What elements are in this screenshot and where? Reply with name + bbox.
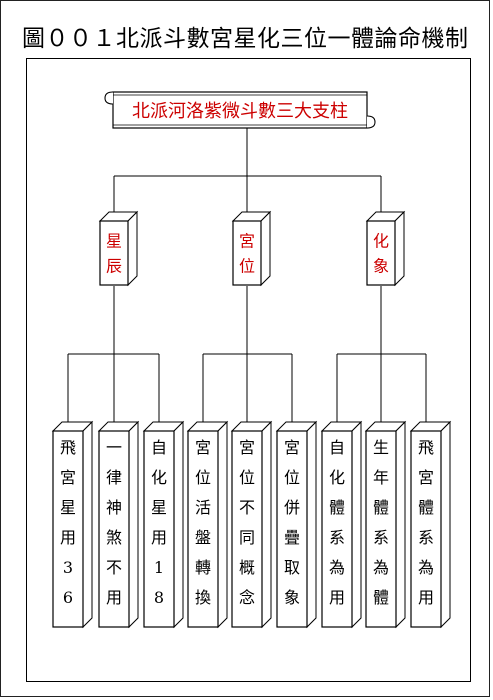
leaf-label-2-1: 宮位活盤轉換 bbox=[195, 438, 211, 607]
leaf-label-3-3: 飛宮體系為用 bbox=[418, 438, 434, 607]
leaf-label-2-2: 宮位不同概念 bbox=[239, 438, 255, 607]
page-title: 圖００１北派斗數宮星化三位一體論命機制 bbox=[22, 26, 469, 52]
pillar-nodes: 星辰 宮位 化象 bbox=[98, 210, 406, 287]
leaf-label-3-2: 生年體系為體 bbox=[373, 438, 389, 607]
leaf-node-3-1: 自化體系為用 bbox=[320, 420, 363, 629]
leaf-label-2-3: 宮位併疊取象 bbox=[284, 438, 300, 607]
leaf-node-3-2: 生年體系為體 bbox=[364, 420, 407, 629]
pillar-node-2: 宮位 bbox=[231, 210, 272, 287]
pillar-label-2: 宮位 bbox=[239, 232, 255, 276]
leaf-label-3-1: 自化體系為用 bbox=[329, 438, 345, 607]
root-label: 北派河洛紫微斗數三大支柱 bbox=[132, 101, 348, 122]
pillar-node-1: 星辰 bbox=[98, 210, 139, 287]
pillar-node-3: 化象 bbox=[365, 210, 406, 287]
pillar-label-3: 化象 bbox=[373, 232, 389, 276]
diagram-frame bbox=[26, 58, 471, 682]
pillar-label-1: 星辰 bbox=[106, 232, 122, 276]
leaf-node-1-2: 一律神煞不用 bbox=[97, 420, 140, 629]
root-scroll-node: 北派河洛紫微斗數三大支柱 bbox=[104, 91, 376, 129]
leaf-label-1-2: 一律神煞不用 bbox=[106, 438, 122, 607]
leaf-node-2-3: 宮位併疊取象 bbox=[275, 420, 318, 629]
leaf-node-2-1: 宮位活盤轉換 bbox=[186, 420, 229, 629]
leaf-node-2-2: 宮位不同概念 bbox=[230, 420, 273, 629]
connector-lines bbox=[67, 128, 427, 426]
leaf-node-3-3: 飛宮體系為用 bbox=[409, 420, 452, 629]
root-node: 北派河洛紫微斗數三大支柱 bbox=[104, 91, 376, 129]
